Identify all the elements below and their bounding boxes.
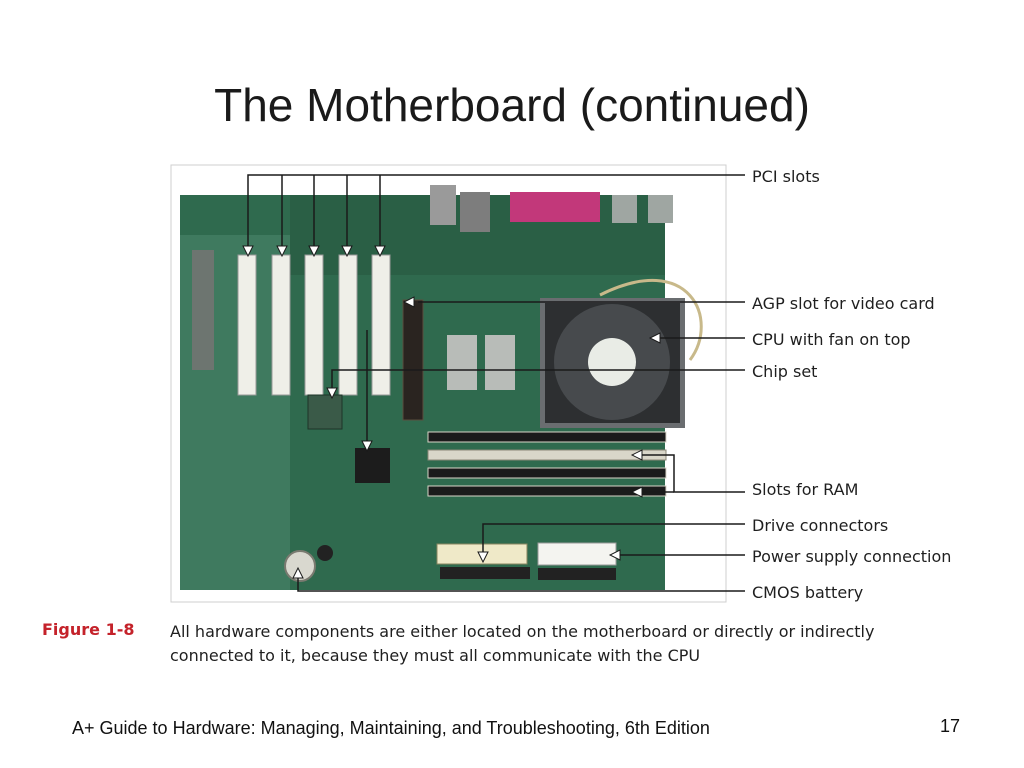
leader-ram-top: [638, 454, 745, 493]
slide-title: The Motherboard (continued): [214, 79, 810, 131]
power-connector: [537, 542, 617, 566]
pci-slot-4: [338, 254, 358, 396]
io-chip: [355, 448, 390, 483]
figure-label: Figure 1-8: [42, 620, 135, 639]
page-number: 17: [939, 716, 960, 736]
cmos-battery: [284, 550, 316, 582]
capacitor: [317, 545, 333, 561]
pci-slot-1: [237, 254, 257, 396]
pci-slots: [237, 254, 391, 396]
leader-pci-1: [247, 174, 726, 250]
cpu-fan: [540, 279, 703, 428]
ram-slot-1: [427, 431, 667, 443]
floppy-connector: [538, 568, 616, 580]
callout-agp: AGP slot for video card: [752, 294, 935, 313]
pci-slot-5: [371, 254, 391, 396]
heatsink-2: [485, 335, 515, 390]
pci-slot-3: [304, 254, 324, 396]
leader-drive: [482, 523, 745, 555]
heatsink-1: [447, 335, 477, 390]
callout-cmos: CMOS battery: [752, 583, 863, 602]
callout-power: Power supply connection: [752, 547, 951, 566]
pci-slot-2: [271, 254, 291, 396]
arrowheads: [242, 245, 661, 579]
ram-slot-3: [427, 467, 667, 479]
agp-slot: [402, 299, 424, 421]
leader-chipset: [331, 369, 745, 392]
callout-drive: Drive connectors: [752, 516, 888, 535]
leader-lines: [247, 174, 745, 592]
ram-slot-4: [427, 485, 667, 497]
ram-slot-2: [427, 449, 667, 461]
callout-pci: PCI slots: [752, 167, 820, 186]
figure-caption-text: All hardware components are either locat…: [170, 622, 875, 665]
slide-footer: A+ Guide to Hardware: Managing, Maintain…: [72, 718, 710, 738]
callout-chipset: Chip set: [752, 362, 817, 381]
chipset-chip: [307, 394, 343, 430]
leader-cmos: [297, 578, 745, 592]
callout-cpu: CPU with fan on top: [752, 330, 911, 349]
drive-connector-2: [440, 567, 530, 579]
callout-ram: Slots for RAM: [752, 480, 858, 499]
